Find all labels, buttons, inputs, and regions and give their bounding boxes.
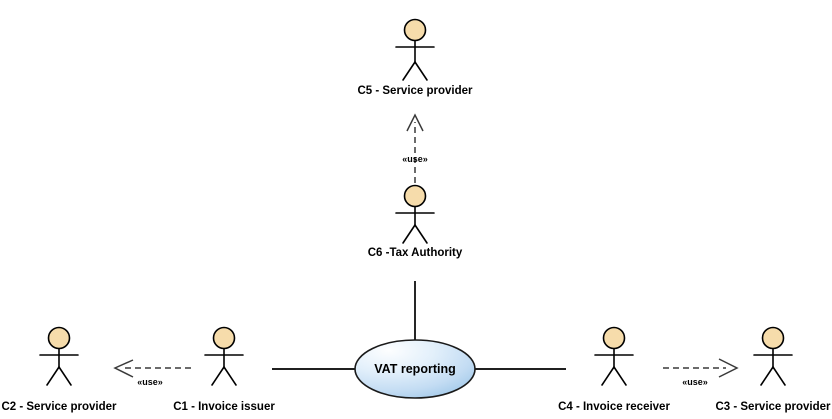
actor-head-icon: [761, 326, 785, 350]
actor-head-icon: [47, 326, 71, 350]
actor-c4[interactable]: C4 - Invoice receiver: [558, 326, 670, 414]
actor-leg-right-icon: [58, 366, 72, 386]
actor-leg-right-icon: [414, 61, 428, 81]
actor-c3[interactable]: C3 - Service provider: [715, 326, 831, 414]
actor-c2[interactable]: C2 - Service provider: [1, 326, 117, 414]
actor-leg-left-icon: [211, 366, 225, 386]
actor-c1[interactable]: C1 - Invoice issuer: [173, 326, 275, 414]
actor-leg-right-icon: [772, 366, 786, 386]
actor-leg-left-icon: [601, 366, 615, 386]
actor-label-c4: C4 - Invoice receiver: [558, 401, 670, 413]
actor-label-c1: C1 - Invoice issuer: [173, 401, 275, 413]
use-case-label: VAT reporting: [374, 362, 455, 376]
actor-head-icon: [212, 326, 236, 350]
actor-leg-left-icon: [46, 366, 60, 386]
dependency-c4-uses-c3[interactable]: «use»: [663, 358, 739, 387]
dependency-c6-uses-c5[interactable]: «use»: [402, 113, 428, 183]
stereotype-label-use: «use»: [402, 154, 428, 164]
stereotype-label-use: «use»: [682, 377, 708, 387]
actor-c6[interactable]: C6 -Tax Authority: [368, 184, 463, 260]
actor-leg-right-icon: [414, 224, 428, 244]
actor-leg-left-icon: [402, 61, 416, 81]
actor-leg-left-icon: [402, 224, 416, 244]
actor-label-c2: C2 - Service provider: [1, 401, 117, 413]
actor-label-c6: C6 -Tax Authority: [368, 247, 463, 259]
use-case-vat-reporting[interactable]: VAT reporting: [354, 339, 476, 399]
actor-c5[interactable]: C5 - Service provider: [357, 18, 473, 98]
actor-label-c5: C5 - Service provider: [357, 85, 473, 97]
dependency-arrowhead-icon: [113, 359, 134, 378]
actor-label-c3: C3 - Service provider: [715, 401, 831, 413]
stereotype-label-use: «use»: [137, 377, 163, 387]
actor-head-icon: [602, 326, 626, 350]
use-case-ellipse[interactable]: [354, 339, 476, 399]
actor-leg-right-icon: [613, 366, 627, 386]
dependency-c1-uses-c2[interactable]: «use»: [113, 359, 191, 387]
actor-head-icon: [403, 18, 427, 42]
actor-leg-right-icon: [223, 366, 237, 386]
dependency-arrowhead-icon: [718, 358, 739, 378]
actor-head-icon: [403, 184, 427, 208]
dependency-arrowhead-icon: [406, 113, 424, 132]
actor-leg-left-icon: [760, 366, 774, 386]
